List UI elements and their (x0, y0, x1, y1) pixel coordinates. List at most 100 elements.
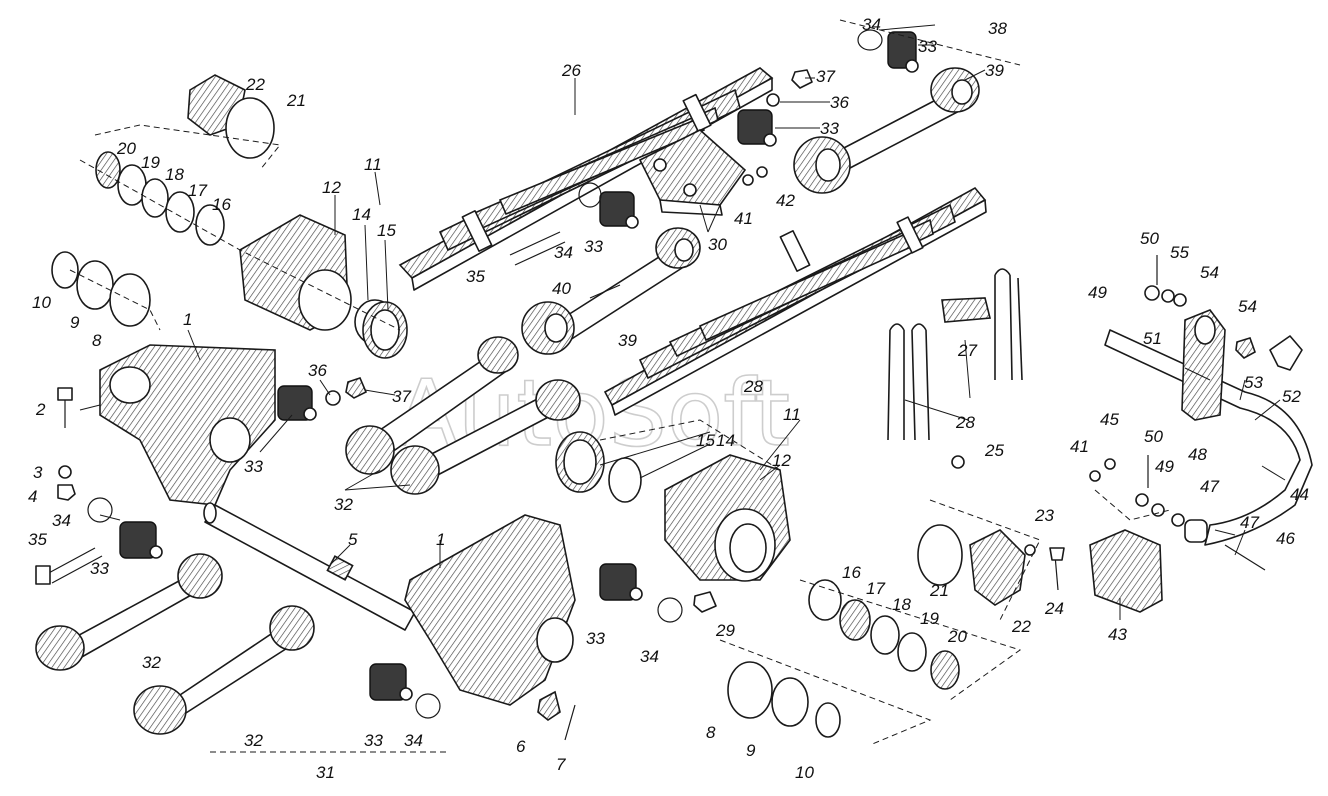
callout-17: 17 (866, 579, 885, 598)
callout-33: 33 (918, 37, 937, 56)
callout-26: 26 (561, 61, 581, 80)
stabilizer-fasteners (1089, 255, 1303, 527)
hub-housing-upper (239, 214, 408, 359)
callout-37: 37 (392, 387, 411, 406)
callout-20: 20 (947, 627, 967, 646)
callout-55: 55 (1170, 243, 1189, 262)
callout-16: 16 (842, 563, 861, 582)
callout-5: 5 (348, 530, 358, 549)
callout-32: 32 (244, 731, 263, 750)
callout-2: 2 (35, 400, 46, 419)
callout-10: 10 (32, 293, 51, 312)
silent-blocks (119, 31, 919, 701)
callout-18: 18 (892, 595, 911, 614)
hub-rings-upper (51, 151, 225, 327)
axle-shaft (203, 502, 416, 631)
callout-10: 10 (795, 763, 814, 782)
callout-7: 7 (556, 755, 566, 774)
reaction-rod-32c (35, 553, 223, 671)
callout-19: 19 (920, 609, 939, 628)
callout-37: 37 (816, 67, 835, 86)
reaction-rod-mid (521, 227, 701, 355)
callout-3: 3 (33, 463, 43, 482)
callout-33: 33 (244, 457, 263, 476)
callout-42: 42 (776, 191, 795, 210)
leaf-spring-upper (398, 67, 774, 291)
callout-34: 34 (52, 511, 71, 530)
callout-32: 32 (142, 653, 161, 672)
callout-25: 25 (984, 441, 1004, 460)
callout-34: 34 (862, 15, 881, 34)
callout-15: 15 (377, 221, 396, 240)
callout-21: 21 (929, 581, 949, 600)
reaction-rod-upper (793, 67, 980, 194)
callout-14: 14 (352, 205, 371, 224)
callout-33: 33 (820, 119, 839, 138)
callout-50: 50 (1144, 427, 1163, 446)
callout-29: 29 (715, 621, 735, 640)
callout-30: 30 (708, 235, 727, 254)
callout-36: 36 (830, 93, 849, 112)
callout-46: 46 (1276, 529, 1295, 548)
callout-labels: 26 22 21 20 19 18 17 16 11 12 14 15 10 9… (28, 15, 1309, 782)
callout-54: 54 (1238, 297, 1257, 316)
reaction-rod-32d (133, 605, 315, 735)
callout-33: 33 (90, 559, 109, 578)
callout-50: 50 (1140, 229, 1159, 248)
callout-11: 11 (364, 155, 382, 174)
callout-22: 22 (245, 75, 265, 94)
callout-9: 9 (70, 313, 80, 332)
callout-28: 28 (955, 413, 975, 432)
reaction-rod-32b (390, 379, 581, 495)
callout-34: 34 (554, 243, 573, 262)
callout-52: 52 (1282, 387, 1301, 406)
callout-33: 33 (584, 237, 603, 256)
callout-17: 17 (188, 181, 207, 200)
callout-18: 18 (165, 165, 184, 184)
callout-48: 48 (1188, 445, 1207, 464)
callout-51: 51 (1143, 329, 1162, 348)
hub-housing-lower (664, 454, 791, 582)
callout-21: 21 (286, 91, 306, 110)
nut-29 (693, 591, 717, 613)
callout-49: 49 (1088, 283, 1107, 302)
bolt-nut-left (57, 387, 76, 501)
callout-45: 45 (1100, 410, 1119, 429)
hub-rings-lower (555, 431, 642, 503)
hub-cover-right (917, 524, 1065, 606)
callout-34: 34 (404, 731, 423, 750)
callout-8: 8 (92, 331, 102, 350)
callout-38: 38 (988, 19, 1007, 38)
callout-41: 41 (1070, 437, 1089, 456)
hub-rings-right (727, 579, 960, 738)
callout-36: 36 (308, 361, 327, 380)
callout-4: 4 (28, 487, 37, 506)
callout-44: 44 (1290, 485, 1309, 504)
lock-rings (87, 29, 883, 719)
stabilizer-bar (1104, 329, 1313, 546)
spring-bracket (638, 129, 747, 216)
callout-1: 1 (183, 310, 192, 329)
callout-47: 47 (1200, 477, 1219, 496)
u-bolts (887, 268, 1023, 441)
callout-14: 14 (716, 431, 735, 450)
callout-39: 39 (985, 61, 1004, 80)
callout-33: 33 (364, 731, 383, 750)
group-outlines (69, 19, 1171, 753)
callout-35: 35 (466, 267, 485, 286)
callout-16: 16 (212, 195, 231, 214)
leaf-spring-lower (603, 186, 987, 416)
callout-12: 12 (772, 451, 791, 470)
callout-33: 33 (586, 629, 605, 648)
hub-cover-upper (187, 74, 275, 159)
callout-53: 53 (1244, 373, 1263, 392)
callout-19: 19 (141, 153, 160, 172)
callout-8: 8 (706, 723, 716, 742)
callout-31: 31 (316, 763, 335, 782)
nuts-36-37 (325, 69, 813, 406)
reaction-rod-32a (345, 336, 519, 475)
bracket-bottom (404, 514, 576, 706)
bracket-left (99, 344, 276, 506)
